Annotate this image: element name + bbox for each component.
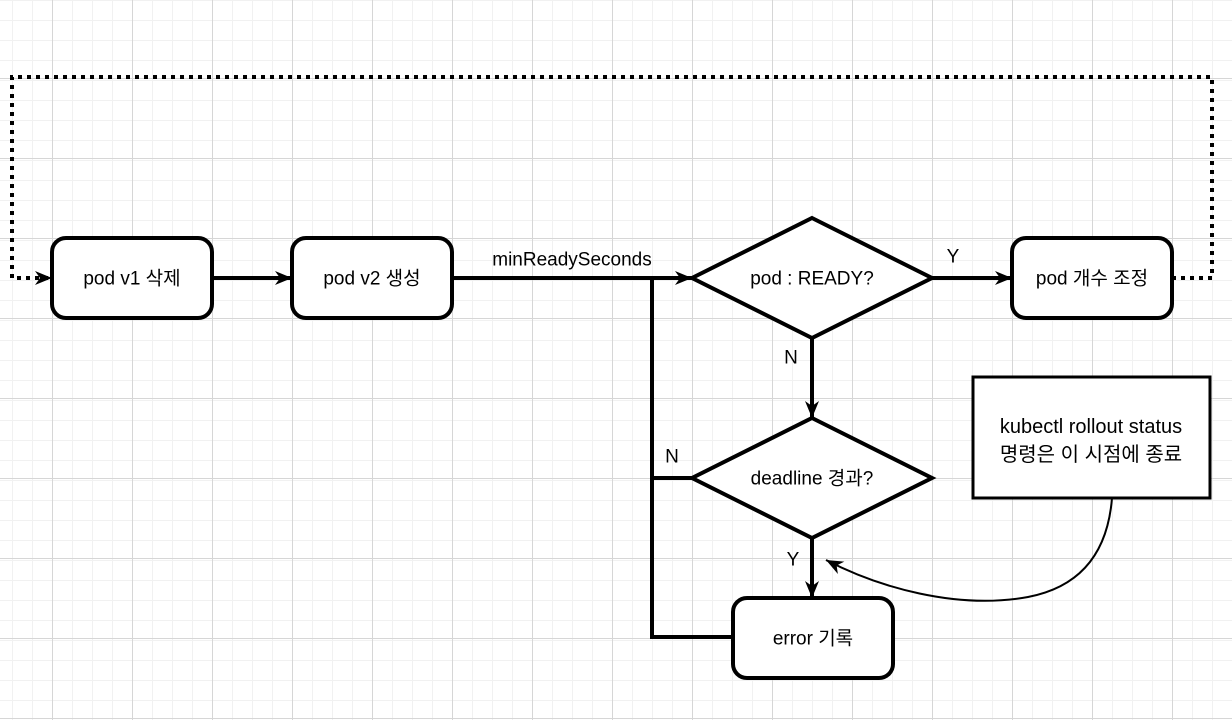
edge-label-deadline-no: N: [665, 447, 679, 468]
note-text-line2: 명령은 이 시점에 종료: [1000, 443, 1182, 466]
node-error-record-label: error 기록: [773, 628, 853, 650]
node-error-record: [731, 596, 895, 680]
connector-deadline-no-rail: [650, 276, 733, 639]
note-box: [971, 375, 1212, 500]
decision-pod-ready: [687, 215, 937, 341]
node-pod-v2-create: [290, 236, 454, 320]
connector-note-curve: [825, 497, 1113, 602]
edge-label-ready-no: N: [784, 348, 798, 369]
decision-deadline-label: deadline 경과?: [751, 468, 874, 490]
decision-pod-ready-label: pod : READY?: [750, 269, 874, 290]
decision-deadline: [687, 415, 937, 541]
node-pod-count-adjust-label: pod 개수 조정: [1036, 268, 1148, 290]
node-pod-v1-delete-label: pod v1 삭제: [83, 268, 180, 290]
node-pod-v1-delete: [50, 236, 214, 320]
node-pod-count-adjust: [1010, 236, 1174, 320]
edge-label-minreadyseconds: minReadySeconds: [492, 250, 651, 271]
edge-label-ready-yes: Y: [947, 247, 960, 268]
edge-label-deadline-yes: Y: [787, 550, 800, 571]
connector-feedback-loop-dotted: [10, 75, 1214, 285]
note-text-line1: kubectl rollout status: [1000, 416, 1182, 438]
node-pod-v2-create-label: pod v2 생성: [323, 268, 420, 290]
